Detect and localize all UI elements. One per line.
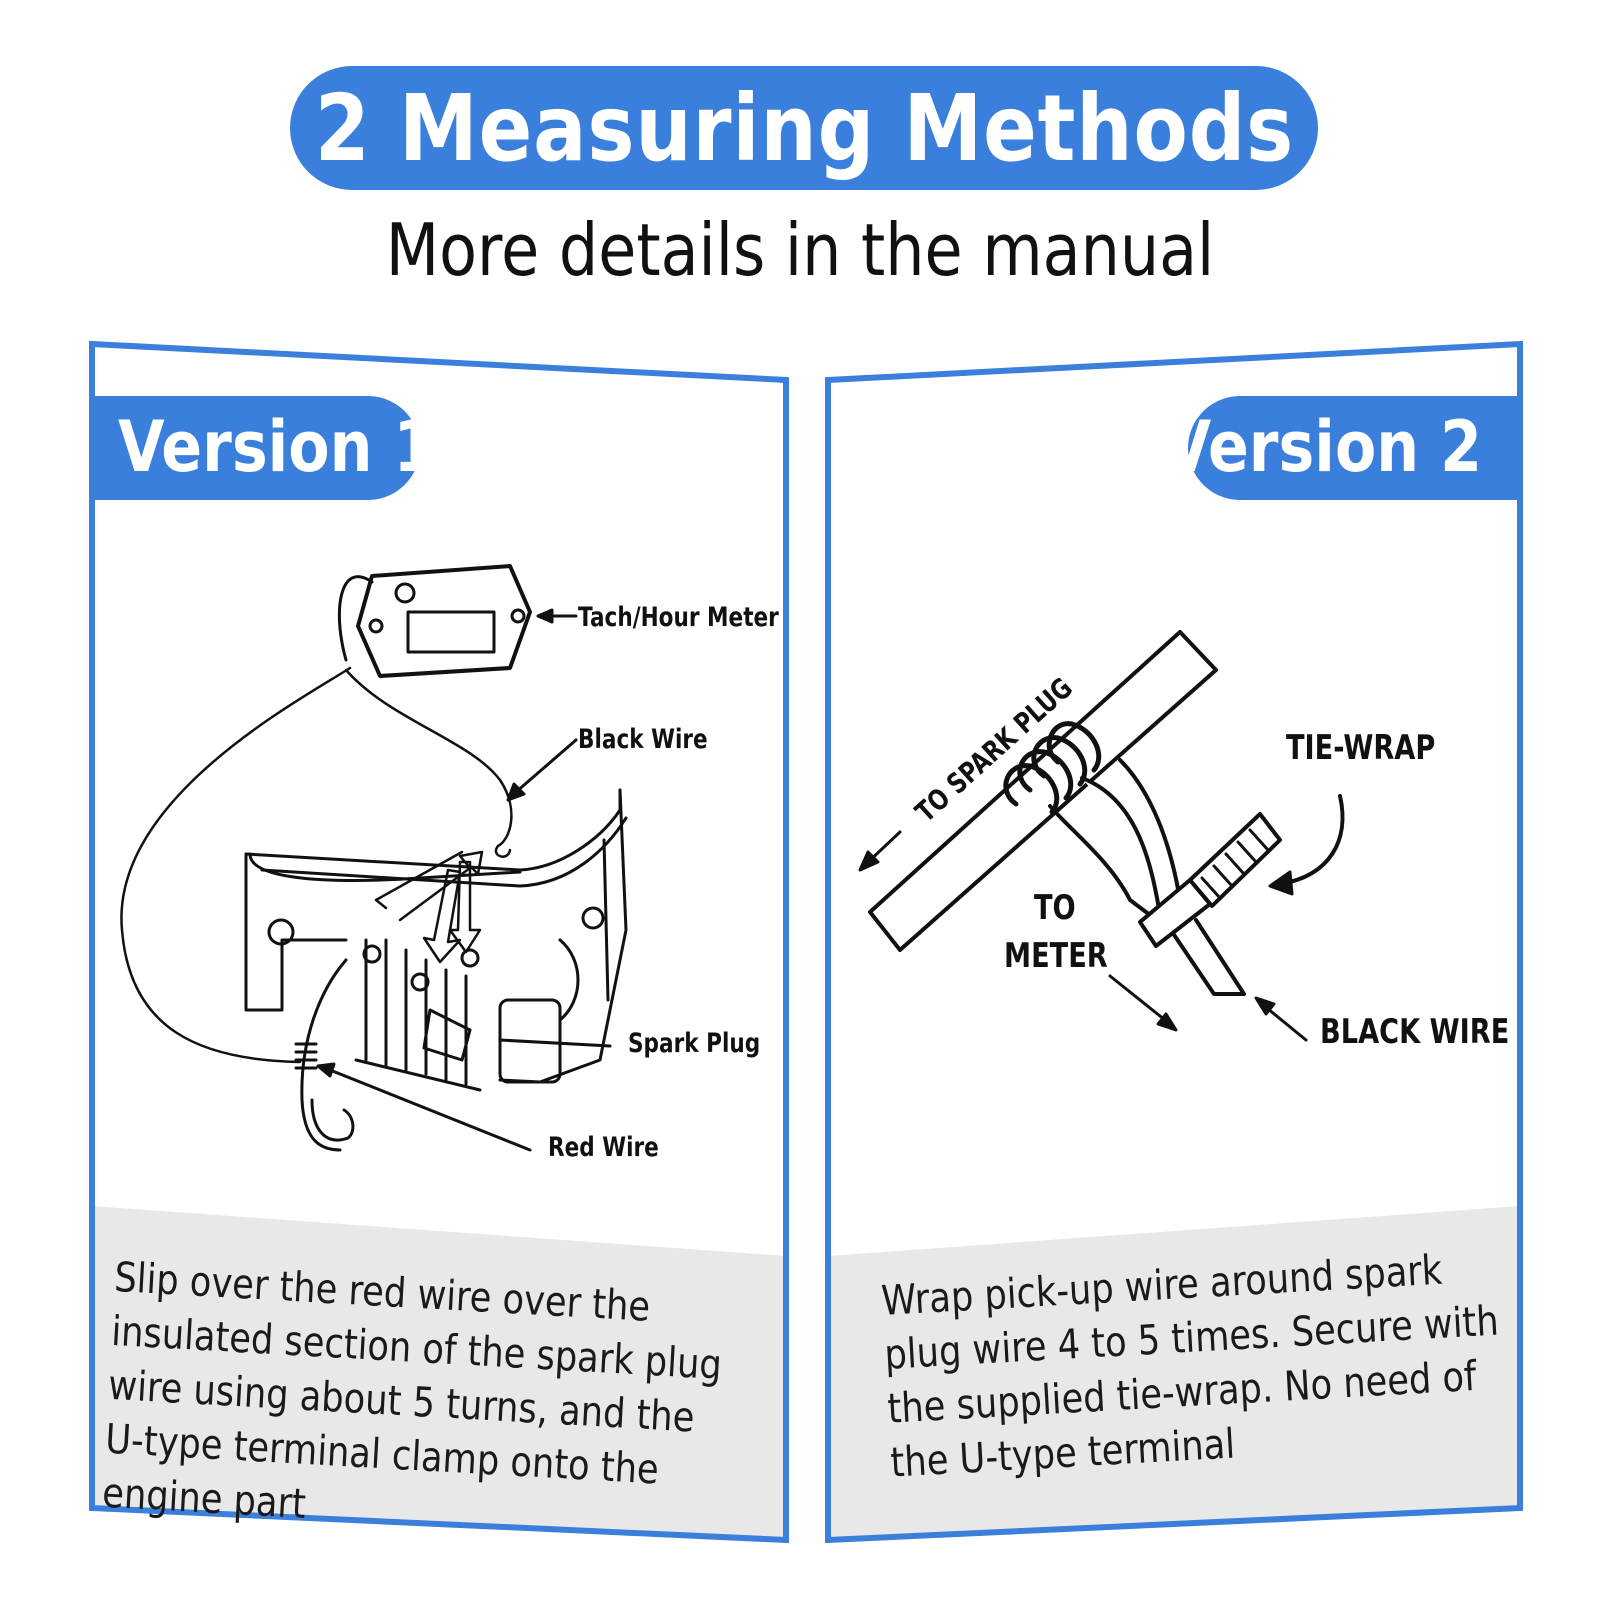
version2-panel [825, 340, 1523, 1544]
label-black-wire-v2: BLACK WIRE [1320, 1012, 1510, 1052]
engine-drawing [244, 788, 628, 1092]
tach-meter-icon [356, 564, 532, 678]
label-tach-meter: Tach/Hour Meter [578, 602, 779, 633]
label-red-wire: Red Wire [548, 1132, 659, 1163]
version2-frame [825, 340, 1523, 1544]
page-title: 2 Measuring Methods [314, 74, 1294, 182]
tie-wrap-drawing [1138, 812, 1282, 948]
page-subtitle: More details in the manual [385, 208, 1215, 292]
version2-tab [1188, 396, 1520, 500]
version2-label: Version 2 [1164, 406, 1482, 488]
version1-caption-bg [92, 1206, 786, 1540]
version1-panel [89, 340, 789, 1544]
version2-description: Wrap pick-up wire around spark plug wire… [880, 1245, 1500, 1487]
wire-coils [1003, 721, 1102, 815]
label-to-meter-line1: TO [1034, 888, 1076, 928]
label-tie-wrap: TIE-WRAP [1286, 728, 1436, 768]
label-black-wire: Black Wire [578, 724, 708, 755]
version2-caption-bg [828, 1206, 1520, 1540]
version1-frame [89, 340, 789, 1544]
version1-description: Slip over the red wire over the insulate… [101, 1252, 724, 1528]
flow-arrows [374, 850, 484, 964]
label-spark-plug: Spark Plug [628, 1028, 761, 1059]
label-to-meter-line2: METER [1004, 936, 1108, 976]
version2-illustration [858, 630, 1345, 1042]
version1-illustration [120, 564, 628, 1152]
version1-label: Version 1 [118, 406, 436, 488]
version1-tab [92, 396, 420, 500]
title-banner: 2 Measuring Methods [290, 66, 1318, 190]
